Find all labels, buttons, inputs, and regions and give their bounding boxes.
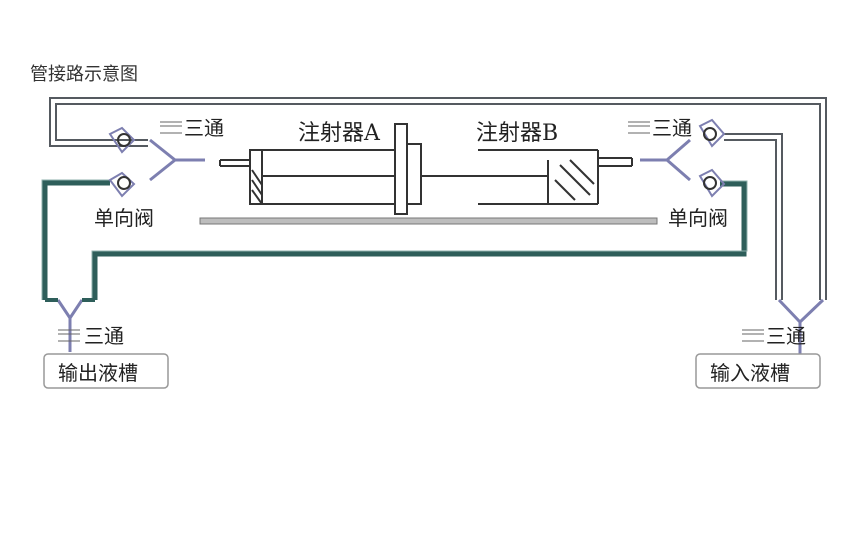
teal-tube [42, 180, 747, 300]
check-valve-right-label: 单向阀 [668, 206, 728, 230]
input-tank: 输入液槽 [695, 353, 821, 389]
tee-right-top-label: 三通 [652, 116, 692, 140]
input-tank-label: 输入液槽 [710, 361, 790, 385]
output-tank-label: 输出液槽 [58, 361, 138, 385]
tee-bottom-right-label: 三通 [766, 324, 806, 348]
flange [394, 123, 422, 215]
base-rail [199, 217, 658, 225]
syringe-b [421, 149, 633, 205]
output-tank: 输出液槽 [43, 353, 169, 389]
tee-left-top-label: 三通 [184, 116, 224, 140]
outer-tube [49, 97, 827, 300]
syringe-a-label: 注射器A [298, 121, 381, 146]
tee-bottom-left [56, 299, 84, 352]
check-valve-left [108, 126, 136, 198]
diagram-title: 管接路示意图 [30, 64, 138, 85]
check-valve-left-label: 单向阀 [94, 206, 154, 230]
tee-left-top [149, 138, 205, 182]
syringe-b-label: 注射器B [476, 121, 558, 146]
syringe-a [219, 149, 396, 205]
tee-right-top [640, 138, 691, 182]
tee-bottom-right [777, 298, 825, 356]
tee-bottom-left-label: 三通 [84, 324, 124, 348]
check-valve-right [698, 118, 726, 198]
